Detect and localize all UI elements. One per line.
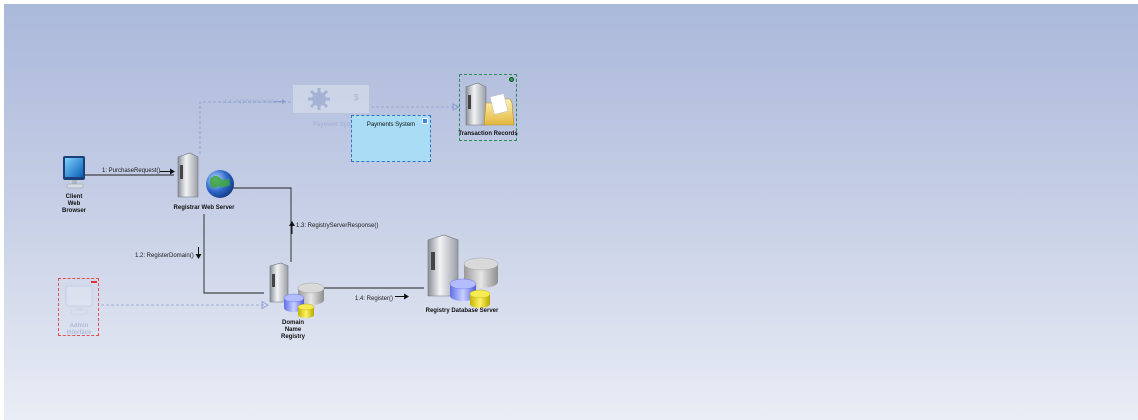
monitor-icon	[65, 285, 93, 315]
transaction-records-node[interactable]: Transaction Records	[458, 74, 518, 141]
node-label: Transaction Records	[458, 131, 518, 137]
node-label: Payments System	[366, 122, 416, 128]
message-label: 1.3: RegistryServerResponse()	[296, 223, 379, 229]
connector-registrar-dnr	[203, 214, 264, 294]
node-label: Domain Name Registry	[280, 320, 305, 340]
arrow-right-icon	[160, 168, 175, 175]
domain-name-registry-node[interactable]: Domain Name Registry	[262, 262, 325, 340]
admin-interface-node[interactable]: Admin Interface	[58, 278, 99, 336]
payment-card	[292, 84, 370, 114]
connector-registrar-payments	[199, 101, 292, 154]
web-server-icon	[177, 152, 234, 198]
connector-dnr-registrar	[230, 187, 292, 262]
status-dot-icon[interactable]	[509, 77, 514, 82]
folder-server-icon	[465, 82, 515, 126]
arrow-up-icon	[289, 221, 295, 234]
node-label: Registrar Web Server	[173, 205, 235, 211]
arrow-open-icon	[452, 103, 461, 111]
message-label: 1.2: RegisterDomain()	[135, 253, 194, 259]
registry-database-server-node[interactable]: Registry Database Server	[422, 234, 502, 314]
component-icon[interactable]	[422, 118, 428, 124]
arrow-down-icon	[195, 247, 202, 259]
diagram-canvas: Client Web Browser Registrar Web Server	[4, 4, 1138, 420]
payment-system-ghost-node[interactable]: $ Payment System	[292, 84, 372, 132]
database-server-icon	[269, 262, 325, 318]
connectors	[84, 99, 461, 310]
dollar-icon: $	[354, 93, 359, 102]
monitor-icon	[63, 156, 85, 189]
registrar-web-server-node[interactable]: Registrar Web Server	[168, 151, 240, 211]
node-label: Admin Interface	[66, 323, 92, 336]
node-label: Payment System	[312, 122, 362, 128]
arrow-right-icon	[395, 293, 409, 300]
client-web-browser-node[interactable]: Client Web Browser	[60, 154, 92, 216]
payments-system-box[interactable]: Payments System	[351, 115, 431, 162]
message-label: 1: PurchaseRequest()	[102, 168, 161, 174]
node-label: Registry Database Server	[425, 308, 499, 314]
database-server-icon	[427, 234, 499, 308]
remove-marker-icon[interactable]	[91, 281, 97, 283]
node-label: Client Web Browser	[61, 194, 86, 214]
message-label: 1.4: Register()	[355, 296, 394, 302]
arrow-right-icon	[274, 99, 286, 104]
gear-icon	[308, 88, 330, 110]
message-label: 1.1: ApproveCredit()	[224, 99, 278, 105]
arrow-open-icon	[261, 300, 269, 310]
